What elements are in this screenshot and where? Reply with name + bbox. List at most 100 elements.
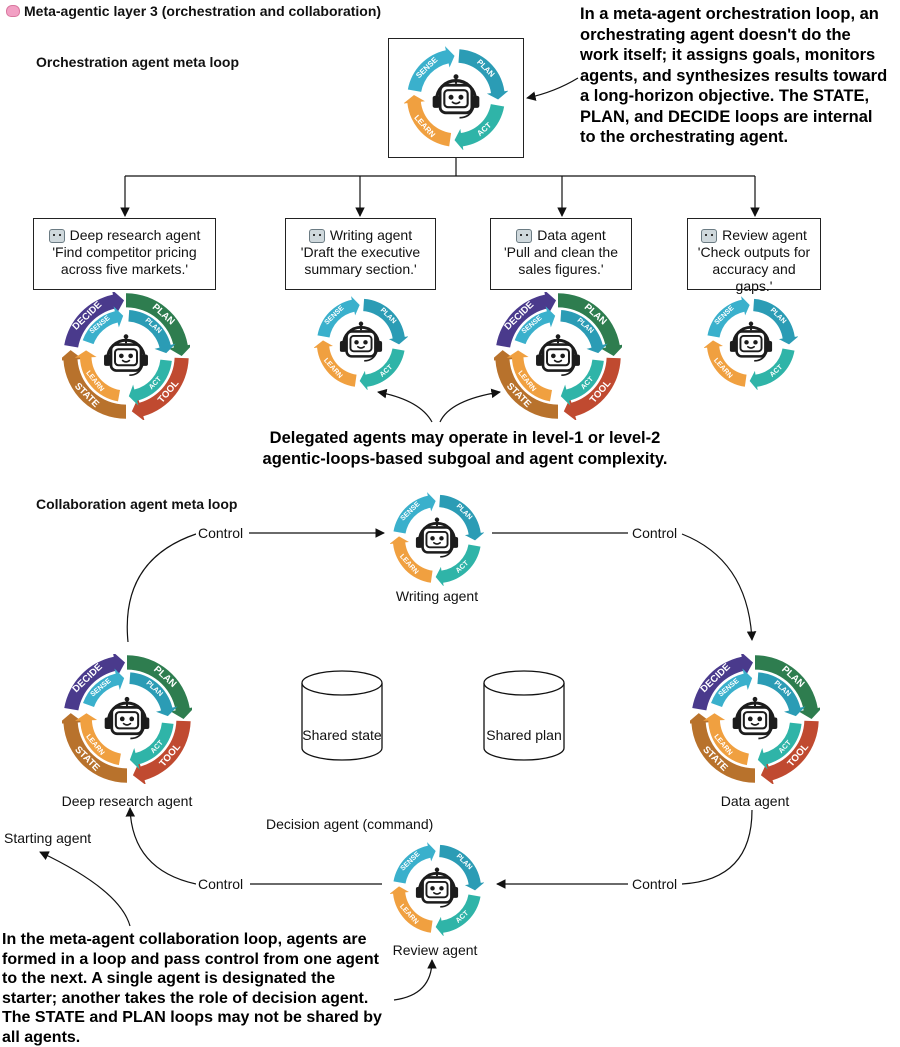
orchestration-tree: [120, 158, 760, 217]
state-segment: [490, 350, 558, 419]
act-segment: [359, 348, 405, 391]
robot-face: [104, 696, 150, 740]
learn-segment: [74, 350, 120, 402]
sense-segment: [82, 306, 124, 345]
act-segment: [435, 544, 481, 587]
starting-agent-arrow: [39, 851, 131, 927]
state-segment: [58, 713, 127, 783]
robot-face: [339, 321, 383, 362]
plan-outer-segment: [755, 655, 823, 719]
decision-agent-label: Decision agent (command): [266, 816, 434, 832]
sense-segment: [317, 296, 360, 338]
review-callout-arrow: [393, 959, 437, 1001]
learn-segment: [313, 340, 357, 387]
state-segment: [58, 350, 126, 419]
delegation-arrow-left: [377, 388, 433, 423]
robot-icon: [701, 228, 718, 243]
act-segment: [128, 359, 172, 406]
decide-segment: [64, 651, 126, 711]
robot-face: [732, 696, 778, 740]
control-label-top-left: Control: [196, 525, 246, 541]
callout-arrow: [526, 77, 579, 101]
task-box-writing: Writing agent 'Draft the executive summa…: [285, 218, 436, 290]
decide-segment: [496, 289, 557, 348]
act-segment: [129, 722, 174, 770]
collaboration-loop: [125, 528, 757, 889]
plan-segment: [439, 494, 485, 541]
sense-segment: [393, 492, 436, 534]
plan-segment: [363, 298, 409, 345]
shared-state-label: Shared state: [302, 727, 382, 743]
robot-icon: [516, 228, 533, 243]
starting-agent-label: Starting agent: [4, 830, 92, 846]
plan-segment: [757, 672, 806, 717]
collab-writing-agent-label: Writing agent: [395, 588, 479, 604]
collab-review-agent-label: Review agent: [392, 942, 478, 958]
plan-segment: [128, 310, 176, 354]
act-segment: [454, 104, 505, 151]
plan-segment: [458, 49, 509, 100]
shared-plan-cylinder: [483, 670, 565, 761]
plan-segment: [560, 310, 608, 354]
learn-segment: [703, 713, 749, 766]
robot-face: [104, 334, 148, 377]
learn-segment: [703, 340, 747, 387]
act-segment: [435, 894, 481, 937]
plan-segment: [439, 844, 485, 891]
collab-data-agent-label: Data agent: [720, 793, 790, 809]
control-label-bottom-right: Control: [630, 876, 680, 892]
robot-face: [536, 334, 580, 377]
control-label-bottom-left: Control: [196, 876, 246, 892]
robot-face: [432, 74, 480, 119]
tool-segment: [563, 357, 621, 422]
learn-segment: [389, 536, 433, 583]
orchestration-section-title: Orchestration agent meta loop: [36, 54, 240, 70]
robot-face: [415, 517, 459, 558]
sense-segment: [707, 296, 750, 338]
learn-segment: [75, 713, 121, 766]
task-box-review: Review agent 'Check outputs for accuracy…: [687, 218, 821, 294]
task-box-data: Data agent 'Pull and clean the sales fig…: [490, 218, 632, 290]
collab-deep-research-label: Deep research agent: [61, 793, 193, 809]
control-label-top-right: Control: [630, 525, 680, 541]
collaboration-section-title: Collaboration agent meta loop: [36, 496, 238, 512]
robot-icon: [308, 228, 325, 243]
decide-segment: [64, 289, 125, 348]
sense-segment: [407, 46, 455, 92]
act-segment: [560, 359, 604, 406]
tool-segment: [131, 357, 189, 422]
plan-segment: [129, 672, 178, 717]
shared-plan-label: Shared plan: [486, 727, 562, 743]
brain-icon: [6, 5, 20, 17]
sense-segment: [83, 668, 125, 707]
learn-segment: [403, 95, 452, 147]
delegation-note-wrap: Delegated agents may operate in level-1 …: [0, 428, 900, 469]
page-title: Meta-agentic layer 3 (orchestration and …: [6, 3, 381, 19]
robot-face: [729, 321, 773, 362]
orchestration-callout: In a meta-agent orchestration loop, an o…: [580, 5, 888, 146]
shared-state-cylinder: [301, 670, 383, 761]
sense-segment: [393, 842, 436, 884]
plan-segment: [753, 298, 799, 345]
tool-segment: [132, 720, 191, 786]
act-segment: [757, 722, 802, 770]
robot-face: [415, 867, 459, 908]
plan-outer-segment: [126, 293, 193, 356]
delegation-note: Delegated agents may operate in level-1 …: [262, 429, 668, 468]
